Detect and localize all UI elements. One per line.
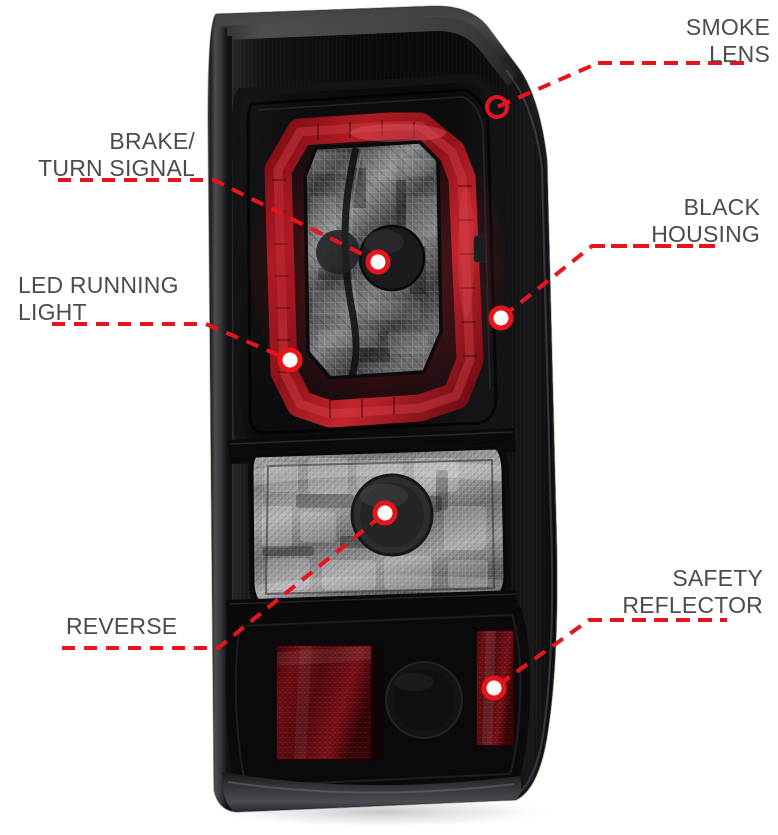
housing-top-bezel — [214, 6, 522, 86]
housing-bottom-skirt — [222, 772, 522, 812]
reverse-lamp — [248, 444, 511, 608]
lower-reflector-section — [225, 606, 531, 794]
callout-label-brake-turn-signal: BRAKE/ TURN SIGNAL — [38, 128, 195, 182]
brake-turn-reflector — [303, 140, 443, 380]
safety-reflector-left — [275, 644, 382, 761]
callout-label-reverse: REVERSE — [66, 613, 178, 639]
callout-label-smoke-lens: SMOKE LENS — [685, 14, 770, 68]
callout-label-black-housing: BLACK HOUSING — [651, 194, 760, 248]
callout-label-led-running-light: LED RUNNING LIGHT — [18, 272, 179, 326]
safety-reflector-right — [475, 629, 515, 747]
callout-label-safety-reflector: SAFETY REFLECTOR — [622, 565, 763, 619]
